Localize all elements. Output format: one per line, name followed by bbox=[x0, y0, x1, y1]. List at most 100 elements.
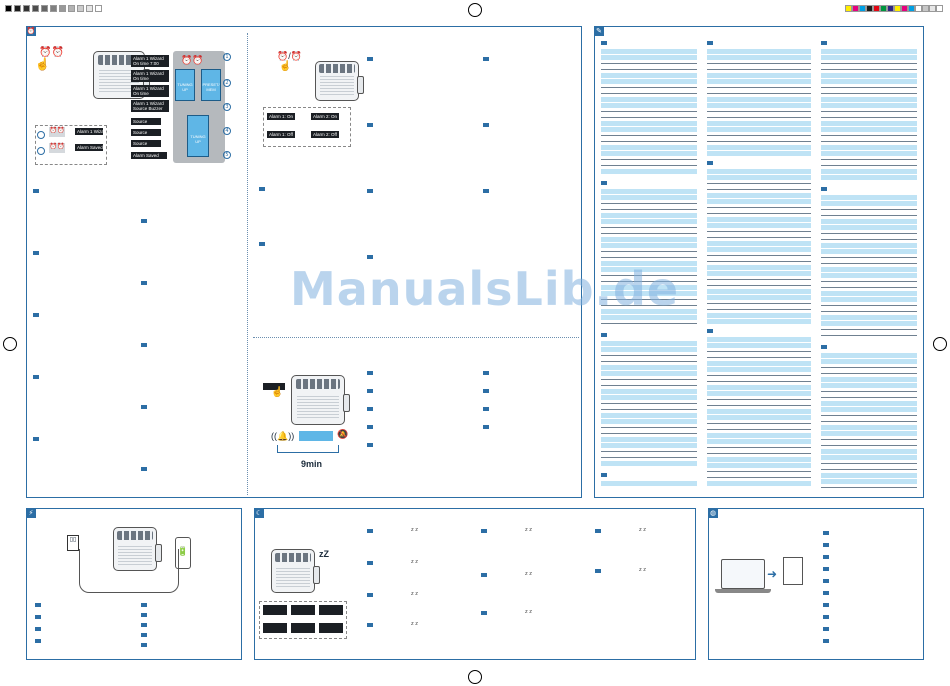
table-row bbox=[821, 383, 917, 388]
sleep-option-label bbox=[319, 605, 343, 615]
color-swatch bbox=[894, 5, 901, 12]
table-row bbox=[821, 135, 917, 136]
table-row bbox=[707, 271, 811, 276]
table-row bbox=[821, 463, 917, 464]
snooze-arrow bbox=[299, 431, 333, 441]
table-row bbox=[821, 111, 917, 112]
table-row bbox=[821, 397, 917, 398]
color-swatch bbox=[908, 5, 915, 12]
instruction-bullet bbox=[141, 603, 147, 607]
tuning-up-button[interactable]: TUNING UP bbox=[175, 69, 195, 101]
table-row bbox=[601, 111, 697, 112]
table-row bbox=[707, 367, 811, 372]
table-row bbox=[821, 263, 917, 264]
table-row bbox=[707, 169, 811, 174]
table-row bbox=[601, 195, 697, 200]
table-row bbox=[707, 471, 811, 472]
table-row bbox=[821, 209, 917, 210]
table-section-marker bbox=[601, 181, 607, 185]
table-row bbox=[707, 453, 811, 454]
table-row bbox=[821, 479, 917, 484]
table-row bbox=[821, 169, 917, 174]
table-section-marker bbox=[707, 41, 713, 45]
table-row bbox=[601, 419, 697, 424]
table-row bbox=[821, 151, 917, 156]
instruction-bullet bbox=[483, 371, 489, 375]
table-row bbox=[821, 315, 917, 320]
table-row bbox=[601, 213, 697, 218]
source-radio-label: Source bbox=[131, 129, 161, 136]
table-row bbox=[821, 127, 917, 132]
sleep-zz-mark: z z bbox=[525, 571, 532, 577]
instruction-bullet bbox=[367, 561, 373, 565]
mute-icon: 🔕 bbox=[337, 429, 349, 439]
table-row bbox=[601, 251, 697, 252]
table-row bbox=[821, 79, 917, 84]
table-row bbox=[707, 63, 811, 64]
charging-cable bbox=[79, 549, 179, 593]
step-circle-3: 3 bbox=[223, 103, 231, 111]
table-row bbox=[821, 145, 917, 150]
instruction-bullet bbox=[367, 371, 373, 375]
table-row bbox=[601, 361, 697, 362]
table-row bbox=[601, 347, 697, 352]
crop-mark-bottom-center bbox=[468, 670, 482, 684]
preset-mem-button[interactable]: PRESET/ MEM bbox=[201, 69, 221, 101]
instruction-bullet bbox=[141, 219, 147, 223]
table-row bbox=[707, 127, 811, 132]
instruction-bullet bbox=[35, 627, 41, 631]
table-row bbox=[707, 361, 811, 366]
table-row bbox=[707, 343, 811, 348]
alarm-saved-label: Alarm Saved bbox=[131, 152, 167, 159]
color-swatch bbox=[852, 5, 859, 12]
table-row bbox=[821, 233, 917, 234]
table-row bbox=[821, 281, 917, 282]
table-row bbox=[707, 231, 811, 232]
table-row bbox=[707, 111, 811, 112]
table-row bbox=[821, 297, 917, 302]
sleep-zz-mark: z z bbox=[639, 527, 646, 533]
gray-swatch bbox=[86, 5, 93, 12]
color-swatch bbox=[873, 5, 880, 12]
alarm-select-icon: ⏰/⏰ bbox=[277, 51, 302, 61]
settings-table-panel: ✎ bbox=[594, 26, 924, 498]
left-alarm-saved-label: Alarm Saved bbox=[75, 144, 103, 151]
table-row bbox=[821, 311, 917, 312]
instruction-bullet bbox=[33, 189, 39, 193]
gray-scale-bar bbox=[5, 5, 115, 13]
instruction-bullet bbox=[595, 569, 601, 573]
radio-illustration-2 bbox=[315, 61, 364, 101]
tuning-button-large[interactable]: TUNING UP bbox=[187, 115, 209, 157]
table-row bbox=[707, 391, 811, 396]
table-row bbox=[601, 151, 697, 156]
instruction-bullet bbox=[367, 529, 373, 533]
instruction-bullet bbox=[141, 281, 147, 285]
table-row bbox=[821, 195, 917, 200]
table-section-marker bbox=[601, 333, 607, 337]
instruction-bullet bbox=[141, 633, 147, 637]
table-row bbox=[821, 165, 917, 166]
table-row bbox=[601, 121, 697, 126]
table-row bbox=[821, 97, 917, 102]
table-row bbox=[707, 481, 811, 486]
table-row bbox=[601, 299, 697, 300]
table-row bbox=[601, 305, 697, 306]
table-section-marker bbox=[601, 473, 607, 477]
table-row bbox=[707, 255, 811, 256]
gray-swatch bbox=[23, 5, 30, 12]
table-row bbox=[707, 375, 811, 376]
table-row bbox=[601, 457, 697, 458]
table-row bbox=[707, 309, 811, 310]
table-row bbox=[601, 427, 697, 428]
table-row bbox=[601, 189, 697, 194]
table-row bbox=[707, 117, 811, 118]
table-row bbox=[601, 69, 697, 70]
instruction-bullet bbox=[823, 543, 829, 547]
instruction-bullet bbox=[141, 613, 147, 617]
instruction-bullet bbox=[823, 603, 829, 607]
table-row bbox=[707, 295, 811, 300]
table-row bbox=[601, 159, 697, 160]
table-section-marker bbox=[601, 41, 607, 45]
instruction-bullet bbox=[483, 407, 489, 411]
